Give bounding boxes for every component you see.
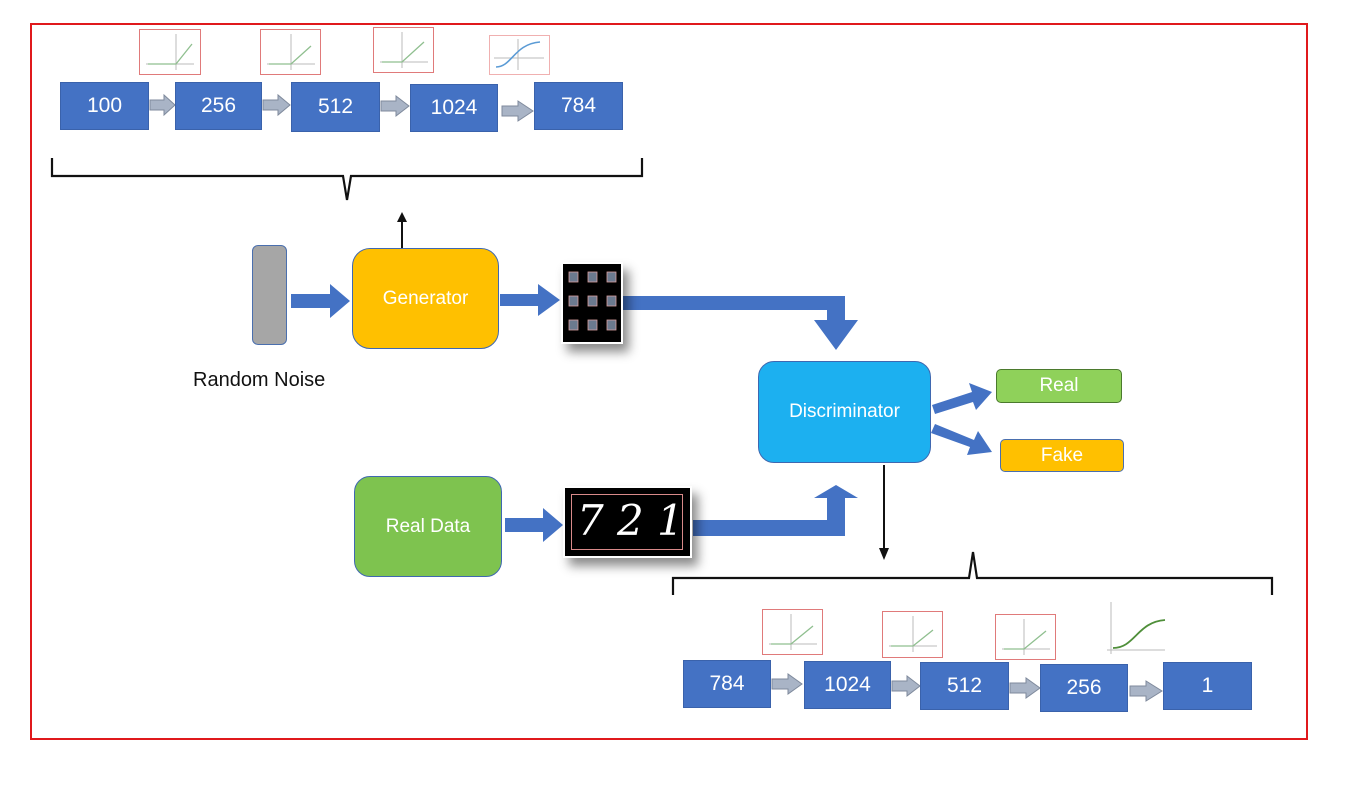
discriminator-layer-box: 512 (920, 662, 1009, 710)
generator-layer-box: 784 (534, 82, 623, 130)
noise-bar-icon (252, 245, 287, 345)
generator-layer-box: 1024 (410, 84, 498, 132)
relu-plot-icon (373, 27, 434, 73)
discriminator-brace (671, 551, 1274, 595)
relu-plot-icon (882, 611, 943, 658)
fake-image-to-discriminator-arrow (622, 296, 858, 350)
discriminator-layer-box: 256 (1040, 664, 1128, 712)
diagram-frame (30, 23, 1308, 740)
mnist-samples-icon: 7 2 1 (563, 486, 692, 558)
discriminator-to-fake-arrow (931, 424, 992, 455)
mnist-digit: 2 (617, 496, 644, 545)
mnist-digit: 1 (657, 496, 684, 545)
mnist-to-discriminator-arrow (693, 485, 858, 536)
generated-images-icon (561, 262, 623, 344)
discriminator-layer-box: 1024 (804, 661, 891, 709)
discriminator-node: Discriminator (758, 361, 931, 463)
relu-plot-icon (995, 614, 1056, 660)
discriminator-chain-arrows (771, 673, 1163, 702)
relu-plot-icon (260, 29, 321, 75)
relu-plot-icon (762, 609, 823, 655)
relu-plot-icon (139, 29, 201, 75)
noise-to-generator-arrow (291, 284, 350, 318)
sigmoid-plot-icon (489, 35, 550, 75)
mnist-digit: 7 (577, 496, 604, 545)
generator-layer-box: 256 (175, 82, 262, 130)
fake-output: Fake (1000, 439, 1124, 472)
generator-chain-arrows (149, 93, 534, 122)
discriminator-layer-box: 1 (1163, 662, 1252, 710)
real-data-to-mnist-arrow (505, 508, 563, 542)
generator-layer-box: 100 (60, 82, 149, 130)
generator-layer-box: 512 (291, 82, 380, 132)
generator-node: Generator (352, 248, 499, 349)
discriminator-layer-box: 784 (683, 660, 771, 708)
random-noise-label: Random Noise (193, 369, 326, 391)
sigmoid-plot-icon (1103, 600, 1169, 656)
real-output: Real (996, 369, 1122, 403)
real-data-node: Real Data (354, 476, 502, 577)
generator-to-fake-image-arrow (500, 284, 560, 316)
discriminator-to-real-arrow (932, 383, 992, 414)
generator-brace (50, 158, 644, 201)
